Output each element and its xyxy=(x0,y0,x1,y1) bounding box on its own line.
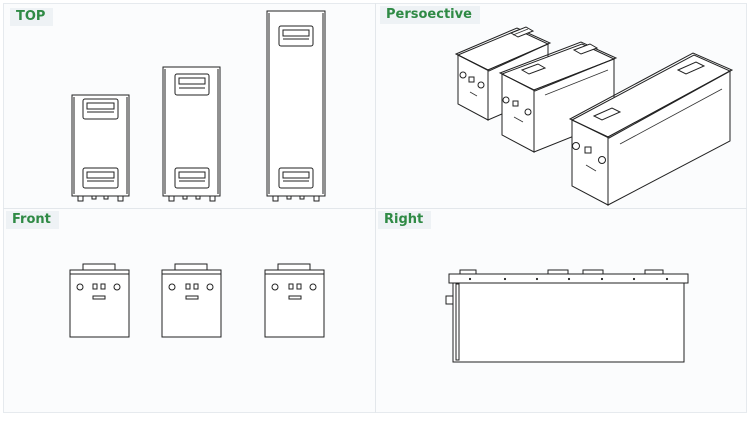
perspective-battery-large xyxy=(568,52,734,206)
right-side-battery xyxy=(445,269,689,363)
top-view-battery-small xyxy=(71,94,130,202)
view-label-perspective: Persoective xyxy=(380,6,480,24)
view-label-top: TOP xyxy=(10,8,54,26)
front-battery-1 xyxy=(69,263,130,338)
view-label-front: Front xyxy=(6,211,59,229)
perspective-battery-medium xyxy=(498,41,618,153)
horizontal-divider xyxy=(3,208,747,209)
view-label-right: Right xyxy=(378,211,432,229)
front-battery-3 xyxy=(264,263,325,338)
front-battery-2 xyxy=(161,263,222,338)
top-view-battery-large xyxy=(266,10,326,202)
top-view-battery-medium xyxy=(162,66,221,202)
